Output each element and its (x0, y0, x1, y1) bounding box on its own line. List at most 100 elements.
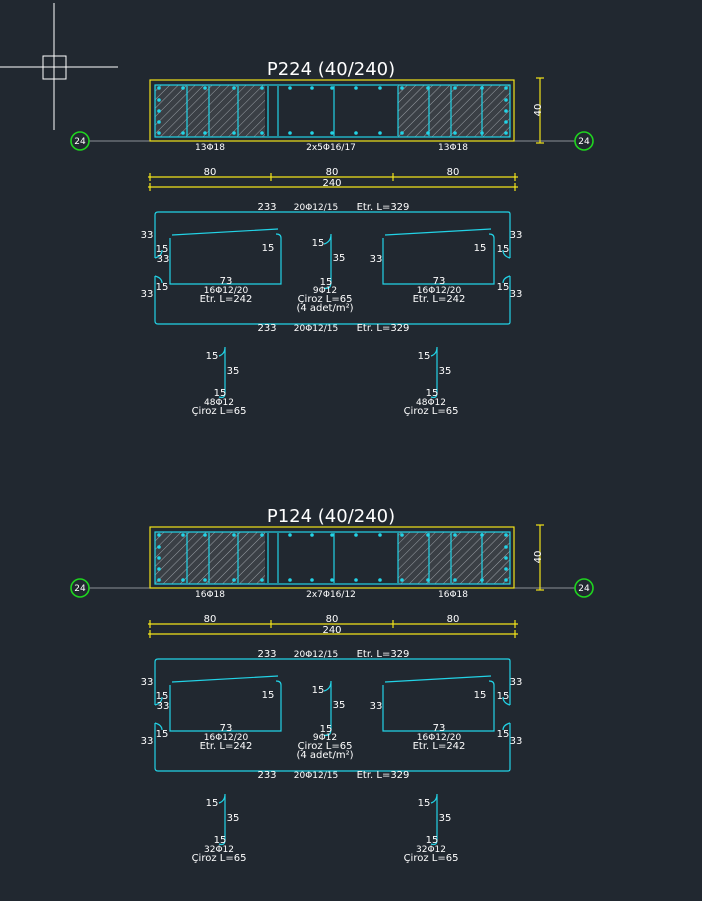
axis-bubble-left[interactable]: 24 (70, 578, 90, 598)
tie-middle[interactable] (323, 680, 332, 736)
lower-tie-hook-bottom: 15 (426, 835, 439, 846)
axis-bubble-right-label: 24 (578, 584, 590, 594)
inner-length-left: Etr. L=242 (200, 741, 253, 752)
hook-dim-right-top: 15 (497, 691, 510, 702)
side-dim-left-top: 33 (141, 677, 154, 688)
rebar-dot (232, 131, 236, 135)
lower-tie-hook-top: 15 (418, 351, 431, 362)
crosshair-cursor-icon (0, 3, 118, 130)
inner-hook-right: 15 (474, 243, 487, 254)
rebar-dot (504, 109, 508, 113)
rebar-dot (504, 556, 508, 560)
rebar-dot (453, 131, 457, 135)
inner-stirrup-right[interactable] (382, 228, 495, 285)
rebar-dot (157, 545, 161, 549)
lower-tie-length: 35 (439, 813, 452, 824)
rebar-dot (378, 86, 382, 90)
inner-stirrup-right[interactable] (382, 675, 495, 732)
rebar-label-middle: 2x7Φ16/12 (306, 590, 356, 600)
rebar-dot (480, 86, 484, 90)
rebar-dot (354, 578, 358, 582)
lower-tie-total: Çiroz L=65 (404, 406, 459, 417)
rebar-dot (378, 131, 382, 135)
outer-stirrup[interactable] (154, 84, 511, 138)
section-title: P124 (40/240) (267, 506, 395, 527)
side-dim-left-top: 33 (141, 230, 154, 241)
tie-spec: 9Φ12 (313, 733, 337, 743)
lower-tie-spec: 32Φ12 (416, 845, 446, 855)
lower-tie-total: Çiroz L=65 (404, 853, 459, 864)
section-title: P224 (40/240) (267, 59, 395, 80)
rebar-dot (504, 86, 508, 90)
section-outline[interactable] (149, 526, 515, 589)
inner-width-right: 73 (433, 723, 446, 734)
rebar-dot (260, 533, 264, 537)
outer-stirrup[interactable] (154, 531, 511, 585)
hatch-zone-right (398, 85, 510, 137)
tie-hook-top: 15 (312, 685, 325, 696)
tie-note: (4 adet/m²) (296, 750, 353, 761)
rebar-dot (504, 131, 508, 135)
tie-length: 35 (333, 253, 346, 264)
rebar-dot (181, 131, 185, 135)
axis-bubble-left-label: 24 (74, 137, 86, 147)
lower-tie-hook-bottom: 15 (214, 835, 227, 846)
inner-width-left: 73 (220, 723, 233, 734)
stirrup-bottom-length: 233 (257, 770, 276, 781)
rebar-dot (181, 578, 185, 582)
inner-width-right: 73 (433, 276, 446, 287)
side-dim-left-bottom: 33 (141, 289, 154, 300)
rebar-dot (288, 533, 292, 537)
side-dim-left-bottom: 33 (141, 736, 154, 747)
rebar-dot (157, 120, 161, 124)
inner-height-left: 33 (157, 701, 170, 712)
tie-hook-bottom: 15 (320, 724, 333, 735)
rebar-dot (426, 86, 430, 90)
rebar-dot (330, 86, 334, 90)
rebar-dot (400, 86, 404, 90)
lower-tie-spec: 48Φ12 (204, 398, 234, 408)
inner-stirrup-left[interactable] (169, 228, 282, 285)
rebar-dot (288, 86, 292, 90)
inner-hook-right: 15 (474, 690, 487, 701)
inner-spec-right: 16Φ12/20 (417, 286, 462, 296)
side-dim-right-bottom: 33 (510, 736, 523, 747)
inner-stirrup-left[interactable] (169, 675, 282, 732)
rebar-dot (426, 533, 430, 537)
rebar-dot (400, 131, 404, 135)
hook-dim-left-top: 15 (156, 244, 169, 255)
rebar-dot (157, 131, 161, 135)
rebar-dot (426, 131, 430, 135)
rebar-dot (330, 131, 334, 135)
axis-bubble-left[interactable]: 24 (70, 131, 90, 151)
axis-bubble-right[interactable]: 24 (574, 131, 594, 151)
rebar-dot (330, 533, 334, 537)
rebar-dot (288, 131, 292, 135)
rebar-dot (354, 533, 358, 537)
dimension-segment-1: 80 (204, 167, 217, 178)
stirrup-bottom-spec: 20Φ12/15 (294, 771, 338, 781)
rebar-dot (288, 578, 292, 582)
rebar-dot (504, 533, 508, 537)
tie-note: (4 adet/m²) (296, 303, 353, 314)
rebar-dot (260, 578, 264, 582)
tie-middle[interactable] (323, 233, 332, 289)
inner-spec-right: 16Φ12/20 (417, 733, 462, 743)
rebar-dot (426, 578, 430, 582)
stirrup-bottom-length: 233 (257, 323, 276, 334)
axis-bubble-right[interactable]: 24 (574, 578, 594, 598)
rebar-dot (181, 86, 185, 90)
section-outline[interactable] (149, 79, 515, 142)
inner-width-left: 73 (220, 276, 233, 287)
